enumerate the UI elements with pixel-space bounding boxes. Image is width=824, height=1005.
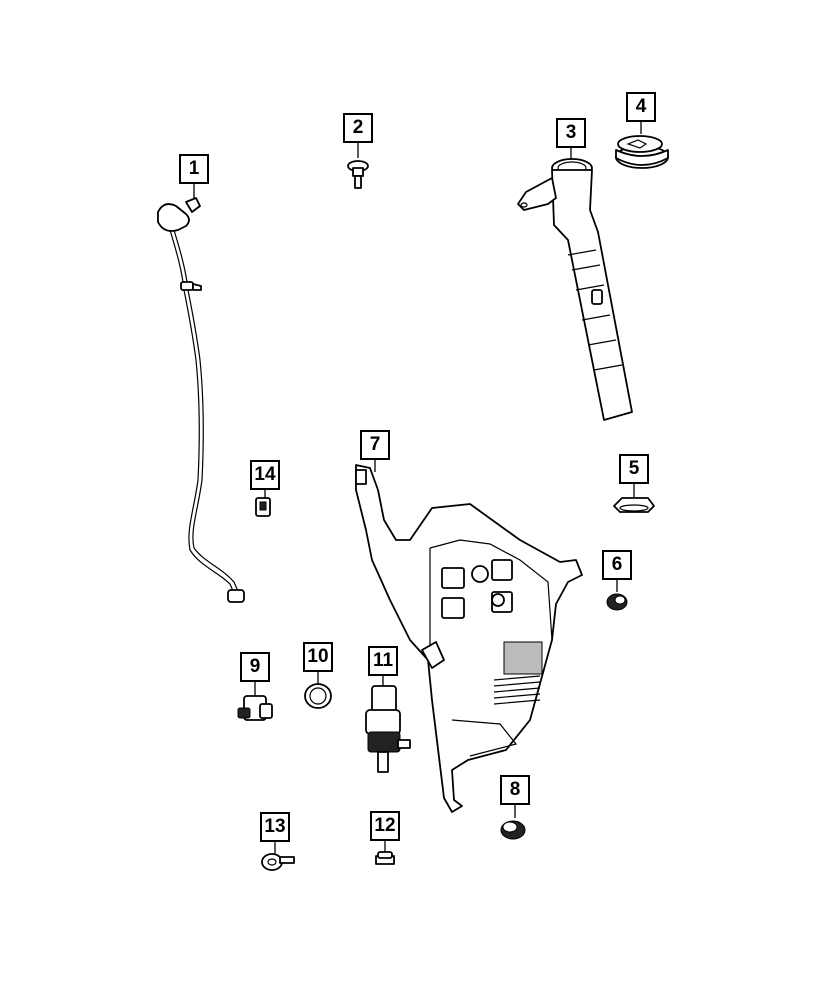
callout-9: 9 [240, 652, 270, 682]
callout-8-label: 8 [509, 779, 521, 800]
callout-14-label: 14 [254, 464, 276, 485]
callout-5-label: 5 [628, 458, 640, 479]
callout-7: 7 [360, 430, 390, 460]
filler-cap-icon [615, 135, 669, 169]
callout-7-label: 7 [369, 434, 381, 455]
grommet-icon [500, 820, 526, 840]
callout-4-label: 4 [635, 96, 647, 117]
screw-icon [261, 853, 295, 871]
bolt-icon [347, 160, 369, 189]
callout-1-label: 1 [188, 158, 200, 179]
callout-4: 4 [626, 92, 656, 122]
level-sensor-icon [237, 695, 273, 721]
callout-1: 1 [179, 154, 209, 184]
grommet-icon [606, 593, 628, 611]
filler-neck-icon [517, 158, 633, 421]
leader-lines [193, 122, 642, 854]
nut-icon [375, 851, 395, 865]
callout-6: 6 [602, 550, 632, 580]
washer-hose-icon [157, 197, 245, 603]
pump-icon [365, 685, 411, 773]
grommet-icon [613, 497, 655, 513]
callout-5: 5 [619, 454, 649, 484]
callout-13-label: 13 [264, 816, 286, 837]
callout-13: 13 [260, 812, 290, 842]
callout-12: 12 [370, 811, 400, 841]
reservoir-icon [355, 464, 583, 813]
callout-6-label: 6 [611, 554, 623, 575]
callout-11: 11 [368, 646, 398, 676]
callout-3: 3 [556, 118, 586, 148]
callout-2-label: 2 [352, 117, 364, 138]
callout-14: 14 [250, 460, 280, 490]
callout-12-label: 12 [374, 815, 396, 836]
clip-icon [255, 497, 271, 517]
callout-10: 10 [303, 642, 333, 672]
callout-11-label: 11 [372, 650, 394, 671]
callout-10-label: 10 [307, 646, 329, 667]
callout-9-label: 9 [249, 656, 261, 677]
seal-icon [304, 683, 332, 709]
callout-8: 8 [500, 775, 530, 805]
callout-2: 2 [343, 113, 373, 143]
callout-3-label: 3 [565, 122, 577, 143]
